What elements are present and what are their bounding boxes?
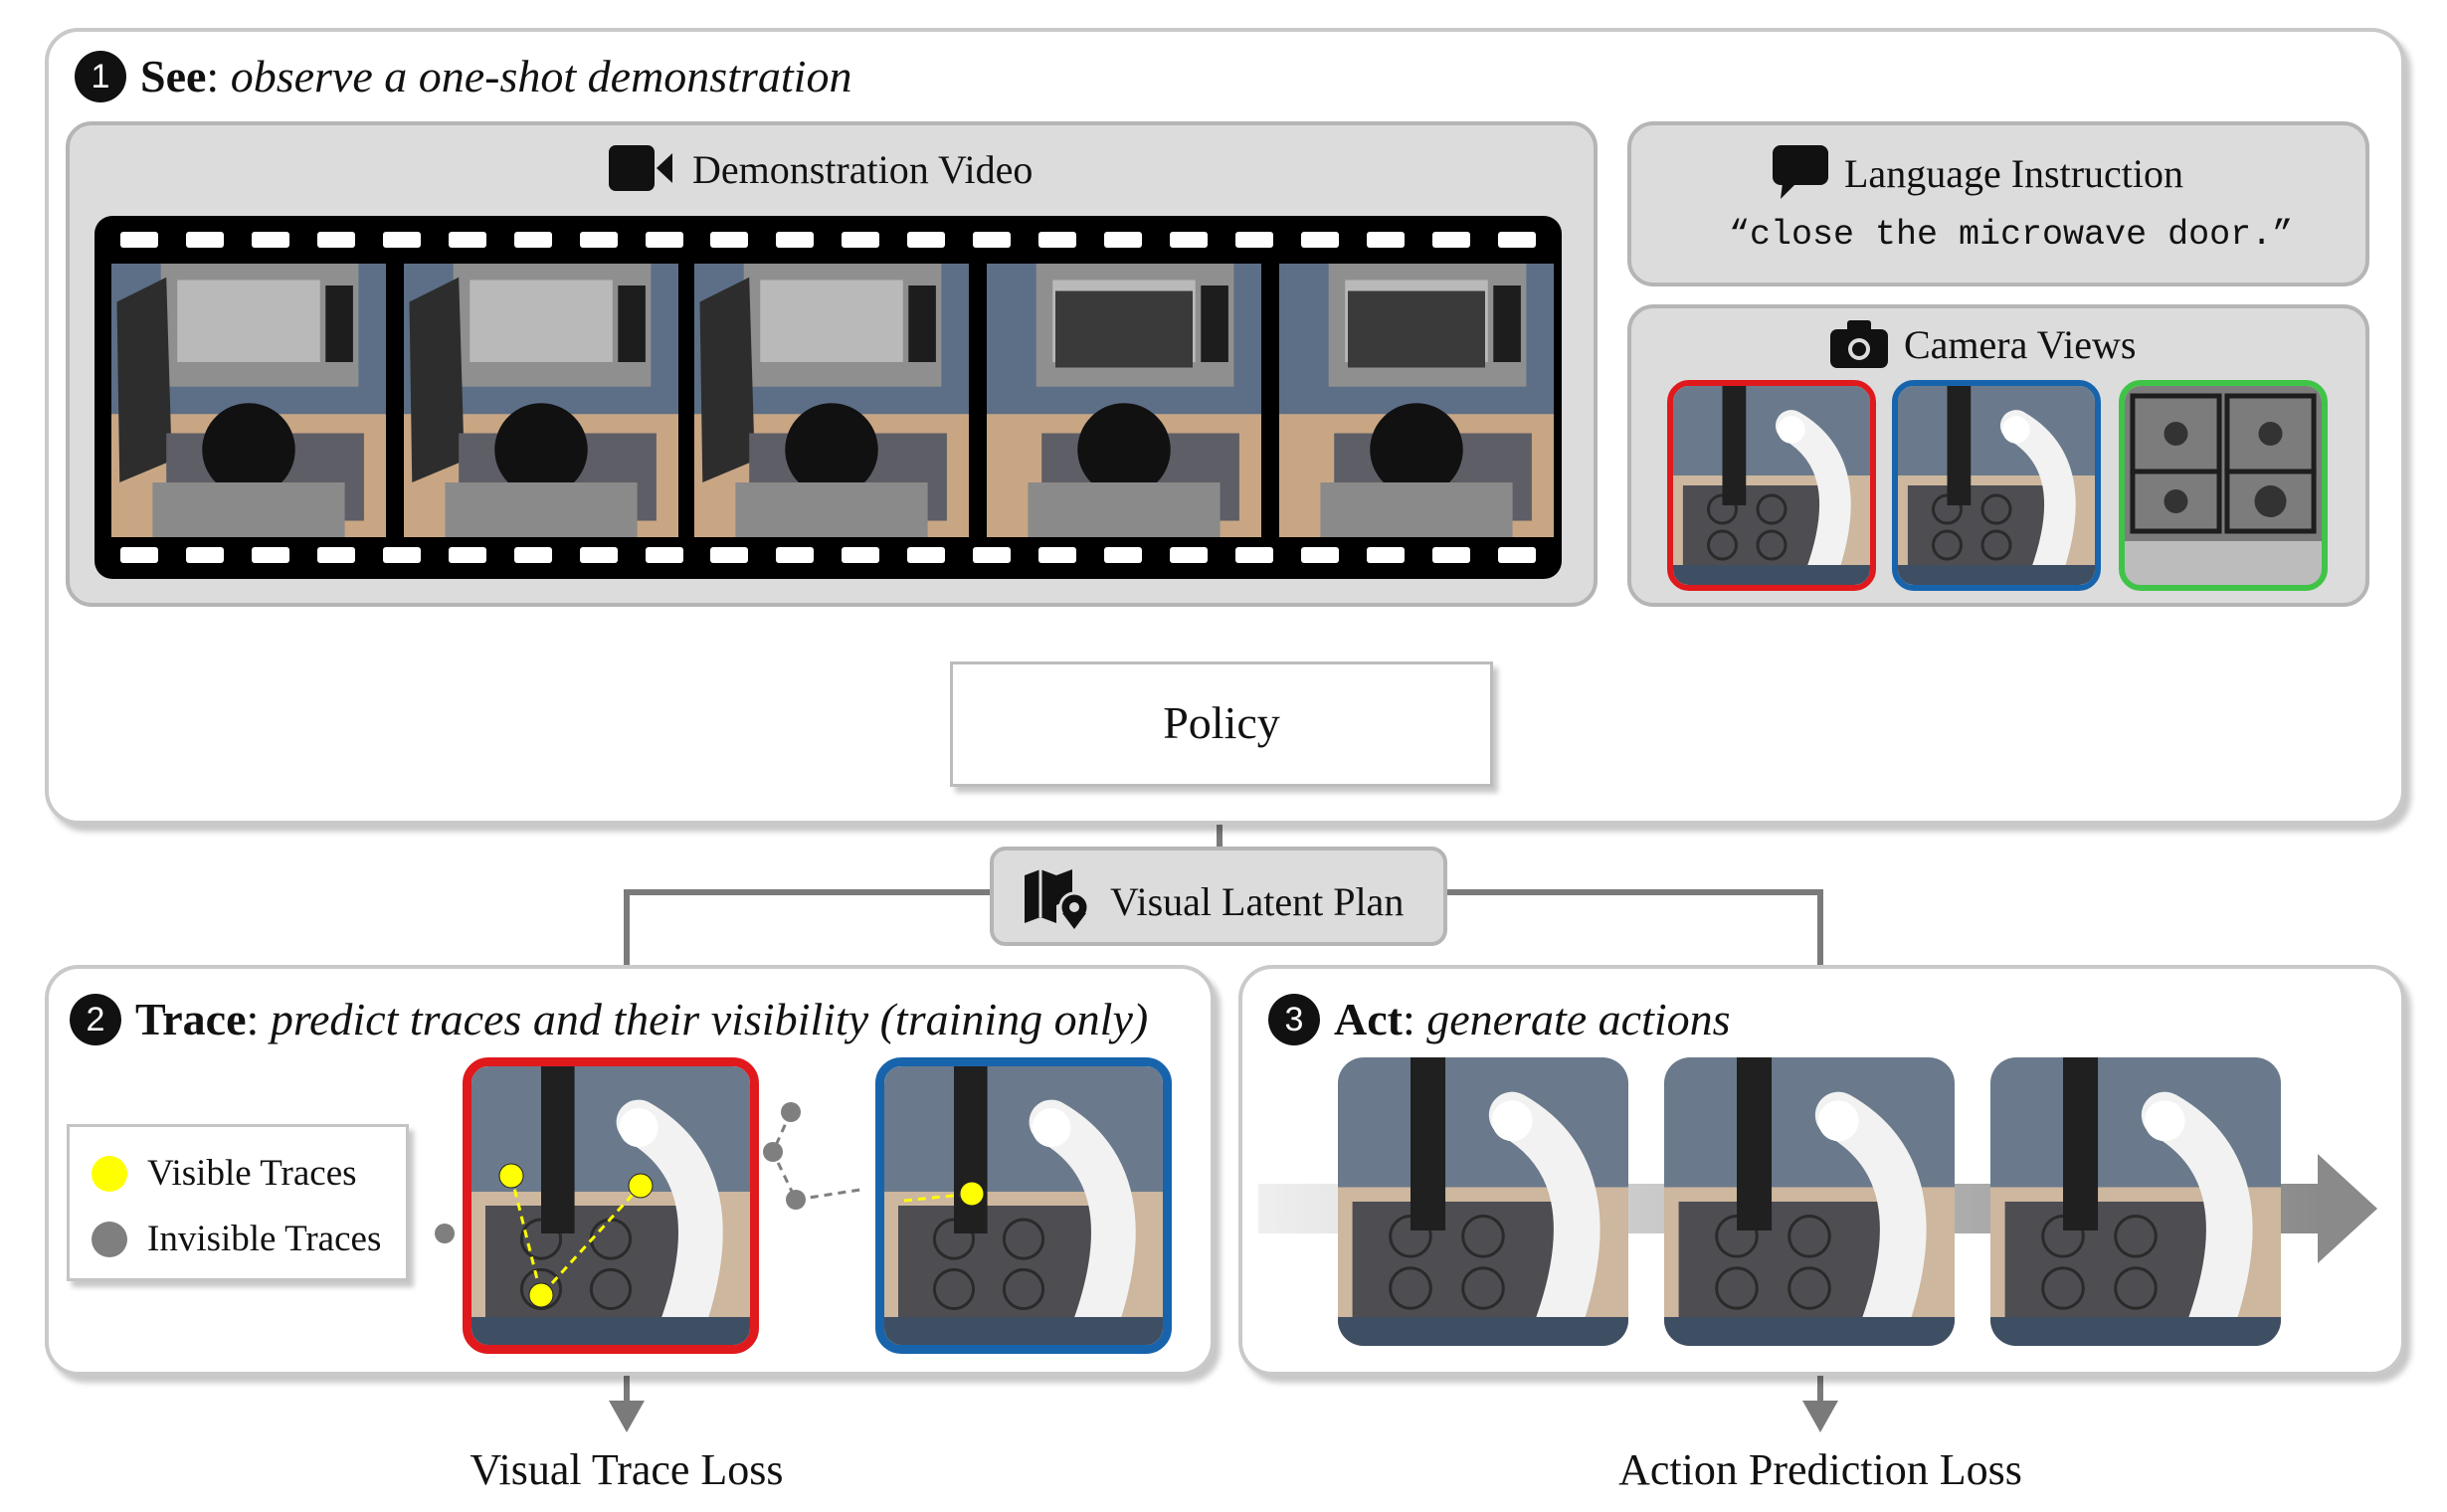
- camera-views-label: Camera Views: [1904, 322, 2137, 367]
- map-pin-icon: [1025, 869, 1090, 929]
- video-camera-icon: [609, 145, 672, 191]
- step-number-1: 1: [75, 51, 126, 102]
- camera-icon: [1830, 320, 1888, 368]
- visible-trace-legend-label: Visible Traces: [147, 1153, 357, 1194]
- trace-view-front: [463, 1057, 759, 1354]
- trace-legend: [67, 1124, 409, 1281]
- demo-video-frame-4: [987, 264, 1261, 537]
- camera-view-3: [2119, 380, 2328, 591]
- demo-video-frame-1: [111, 264, 386, 537]
- invisible-trace-points: [423, 1094, 880, 1273]
- camera-view-1: [1667, 380, 1876, 591]
- policy-label: Policy: [1163, 697, 1280, 748]
- invisible-trace-legend-label: Invisible Traces: [147, 1219, 382, 1259]
- film-holes-top: [120, 232, 1536, 248]
- policy-box: [950, 662, 1493, 787]
- step-number-2: 2: [70, 994, 121, 1045]
- visual-latent-plan-header: Visual Latent Plan: [1025, 867, 1404, 929]
- action-frame-1: [1338, 1057, 1628, 1346]
- demonstration-video-label: Demonstration Video: [692, 147, 1034, 192]
- language-instruction-text: “close the microwave door.”: [1729, 215, 2294, 255]
- demonstration-video-header: Demonstration Video: [609, 145, 1033, 193]
- demo-video-frame-5: [1279, 264, 1554, 537]
- speech-bubble-icon: [1773, 145, 1828, 199]
- demo-video-frame-2: [404, 264, 678, 537]
- invisible-trace-legend-dot: [92, 1222, 127, 1257]
- demo-video-frame-3: [694, 264, 969, 537]
- film-holes-bottom: [120, 547, 1536, 563]
- action-frame-2: [1664, 1057, 1955, 1346]
- visible-trace-legend-dot: [92, 1156, 127, 1192]
- camera-views-header: Camera Views: [1830, 320, 2136, 368]
- trace-view-side: [875, 1057, 1172, 1354]
- language-instruction-header: Language Instruction: [1773, 145, 2183, 199]
- language-instruction-panel: [1627, 121, 2369, 286]
- language-instruction-label: Language Instruction: [1844, 151, 2183, 196]
- action-prediction-loss-label: Action Prediction Loss: [1618, 1445, 2022, 1494]
- visual-latent-plan-label: Visual Latent Plan: [1110, 879, 1405, 924]
- step-number-3: 3: [1268, 994, 1320, 1045]
- visual-trace-loss-label: Visual Trace Loss: [470, 1445, 784, 1494]
- camera-view-2: [1892, 380, 2101, 591]
- action-frame-3: [1990, 1057, 2281, 1346]
